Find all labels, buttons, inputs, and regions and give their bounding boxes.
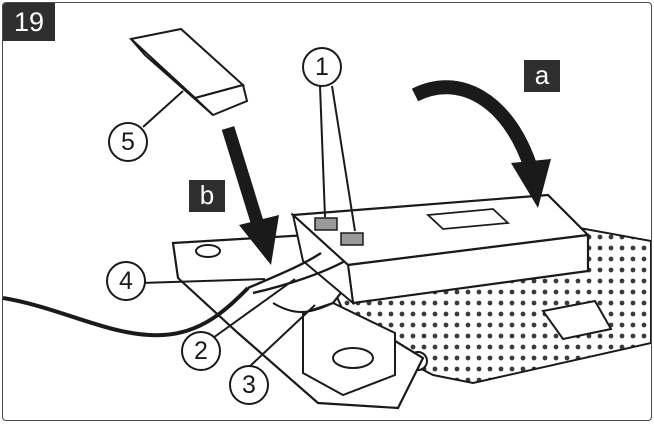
callout-3: 3 xyxy=(229,365,269,405)
arrow-b-head xyxy=(239,215,279,265)
contact-left xyxy=(314,217,338,231)
housing-left-face xyxy=(291,212,355,306)
housing-tab xyxy=(541,299,613,341)
callout-4: 4 xyxy=(106,261,146,301)
callout-5: 5 xyxy=(108,122,148,162)
leader-3 xyxy=(247,304,316,369)
wire-lower xyxy=(272,302,334,313)
arrow-a-curve xyxy=(411,80,538,171)
leader-2 xyxy=(205,278,296,344)
arrow-a-head xyxy=(511,159,551,208)
installation-diagram: 19 a b 1 5 4 2 3 xyxy=(2,2,652,421)
leader-1a xyxy=(319,85,326,218)
label-a-badge: a xyxy=(524,60,560,92)
label-b-badge: b xyxy=(189,180,225,212)
step-number-badge: 19 xyxy=(3,3,55,41)
arrow-b-shaft xyxy=(221,126,265,227)
callout-1: 1 xyxy=(302,47,342,87)
leader-1b xyxy=(331,85,356,232)
bracket-slot-right xyxy=(332,347,374,369)
bracket-slot-left xyxy=(195,244,221,258)
drawing xyxy=(3,27,651,410)
battery-cover-piece xyxy=(128,27,249,117)
callout-2: 2 xyxy=(181,331,221,371)
cable xyxy=(3,286,250,338)
leader-5 xyxy=(142,90,184,128)
leader-4 xyxy=(140,278,266,284)
contact-right xyxy=(340,232,364,246)
wire-bundle xyxy=(247,252,346,295)
housing-top-label-area xyxy=(425,208,511,230)
